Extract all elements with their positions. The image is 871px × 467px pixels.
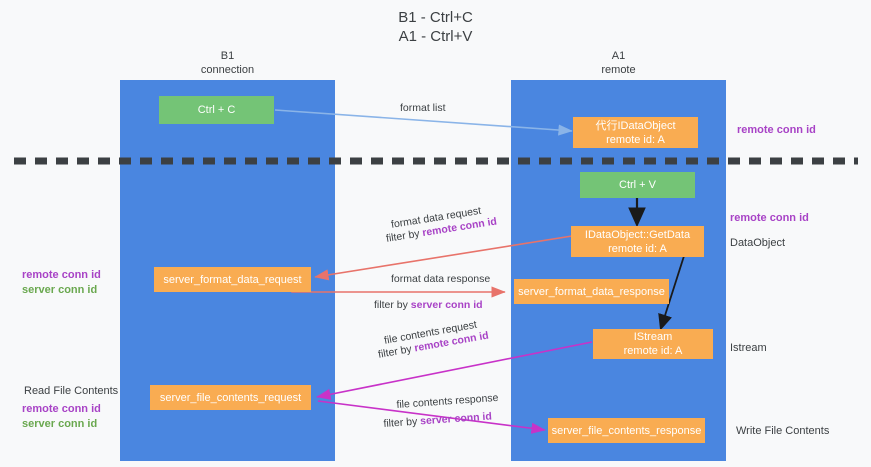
- filter-prefix-2: filter by: [374, 299, 411, 311]
- filter-key-server-1: server conn id: [410, 299, 483, 311]
- filter-prefix-4: filter by: [383, 415, 421, 430]
- filter-prefix-1: filter by: [385, 227, 424, 245]
- node-ctrl-c[interactable]: Ctrl + C: [159, 96, 274, 124]
- title-line-2: A1 - Ctrl+V: [398, 28, 473, 45]
- title-line-1: B1 - Ctrl+C: [398, 9, 473, 26]
- right-label-remote-conn-id-top: remote conn id: [737, 124, 816, 136]
- left-label-remote-conn-id-a: remote conn id: [22, 269, 101, 281]
- node-istream[interactable]: IStream remote id: A: [593, 329, 713, 359]
- node-istream-line1: IStream: [633, 331, 673, 343]
- edge-label-file-contents-response-filter: filter by server conn id: [383, 409, 492, 431]
- column-a1-role: remote: [601, 64, 636, 76]
- edge-label-format-list: format list: [400, 102, 446, 114]
- left-label-read-file-contents: Read File Contents: [24, 385, 119, 397]
- node-proxy-idataobject[interactable]: 代行IDataObject remote id: A: [573, 117, 698, 148]
- left-label-remote-conn-id-b: remote conn id: [22, 403, 101, 415]
- edge-label-file-contents-response: file contents response: [396, 391, 499, 411]
- edge-label-format-data-response-filter: filter by server conn id: [374, 298, 483, 312]
- diagram-title: B1 - Ctrl+C A1 - Ctrl+V: [0, 8, 871, 46]
- edge-label-format-data-response: format data response: [391, 273, 491, 285]
- column-header-b1: B1 connection: [120, 49, 335, 77]
- left-label-server-conn-id-a: server conn id: [22, 284, 98, 296]
- node-server-format-data-request[interactable]: server_format_data_request: [154, 267, 311, 292]
- left-label-server-conn-id-b: server conn id: [22, 418, 98, 430]
- column-a1-name: A1: [611, 50, 626, 62]
- right-label-istream: Istream: [730, 342, 767, 354]
- node-ctrl-v[interactable]: Ctrl + V: [580, 172, 695, 198]
- filter-key-server-2: server conn id: [419, 410, 493, 428]
- right-label-dataobject: DataObject: [730, 237, 786, 249]
- node-getdata-line1: IDataObject::GetData: [584, 228, 691, 241]
- node-server-file-contents-request[interactable]: server_file_contents_request: [150, 385, 311, 410]
- node-server-file-contents-response[interactable]: server_file_contents_response: [548, 418, 705, 443]
- node-proxy-idataobject-line1: 代行IDataObject: [595, 119, 676, 132]
- node-server-format-data-response[interactable]: server_format_data_response: [514, 279, 669, 304]
- right-label-write-file-contents: Write File Contents: [736, 425, 830, 437]
- node-idataobject-getdata[interactable]: IDataObject::GetData remote id: A: [571, 226, 704, 257]
- node-istream-line2: remote id: A: [623, 345, 683, 357]
- right-label-remote-conn-id-mid: remote conn id: [730, 212, 809, 224]
- column-header-a1: A1 remote: [511, 49, 726, 77]
- column-b1-role: connection: [200, 64, 255, 76]
- column-b1-name: B1: [220, 50, 235, 62]
- node-proxy-idataobject-line2: remote id: A: [606, 133, 665, 146]
- node-getdata-line2: remote id: A: [608, 242, 667, 255]
- filter-prefix-3: filter by: [377, 342, 416, 361]
